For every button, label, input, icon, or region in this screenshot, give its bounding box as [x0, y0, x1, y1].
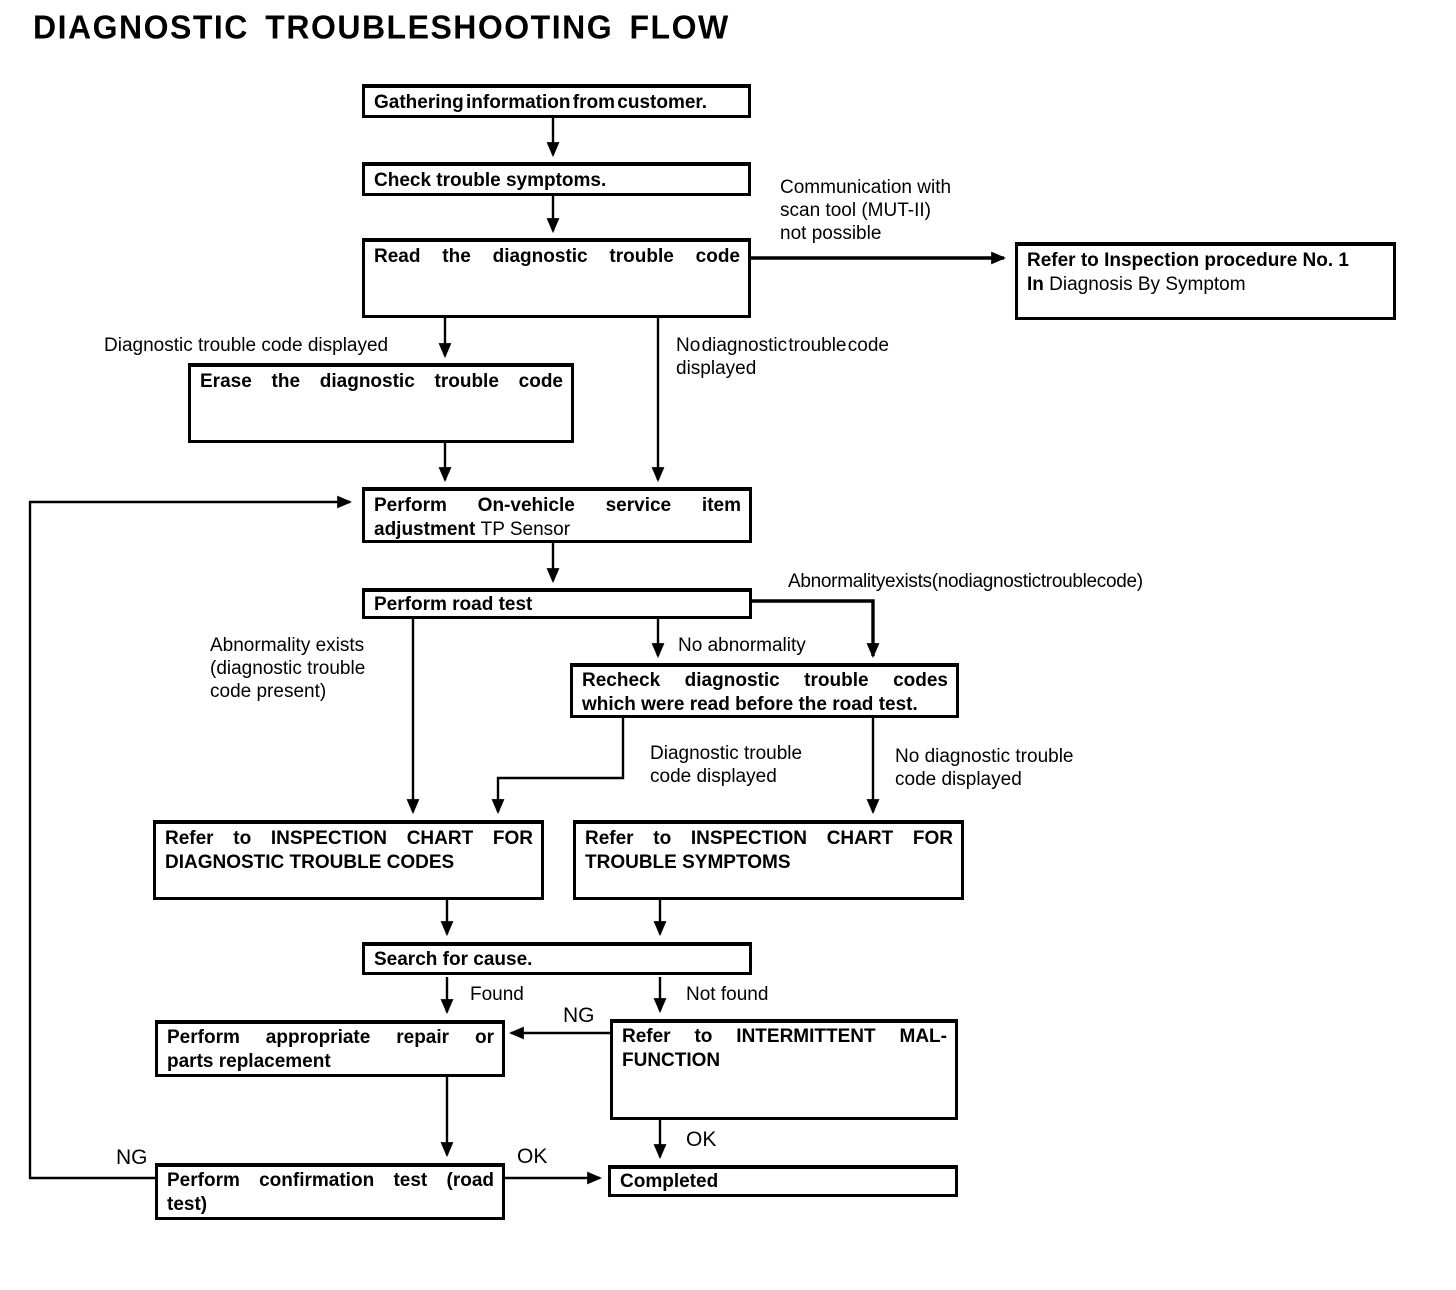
- connector-ng-feedback-loop: [28, 495, 353, 1180]
- label-no-abnormality: No abnormality: [678, 634, 806, 657]
- page-title: DIAGNOSTIC TROUBLESHOOTING FLOW: [33, 8, 730, 46]
- box-line-emphasis: In: [1027, 274, 1044, 295]
- box-read-diagnostic-trouble-code: Read the diagnostic trouble code: [362, 238, 751, 318]
- box-line: which were read before the road test.: [582, 694, 918, 715]
- box-inspection-chart-dtc: Refer to INSPECTION CHART FOR DIAGNOSTIC…: [153, 820, 544, 900]
- box-completed: Completed: [608, 1165, 958, 1197]
- box-line: Refer to INSPECTION CHART FOR: [165, 828, 533, 849]
- label-abnormality-no-dtc: Abnormality exists (no diagnostic troubl…: [788, 570, 1143, 593]
- label-line: Abnormality exists: [210, 635, 365, 656]
- box-on-vehicle-service-adjustment: Perform On-vehicle service item adjustme…: [362, 487, 752, 543]
- box-intermittent-malfunction: Refer to INTERMITTENT MAL- FUNCTION: [610, 1019, 958, 1120]
- label-no-dtc-displayed-after-recheck: No diagnostic trouble code displayed: [895, 745, 1074, 791]
- label-line: NG: [563, 1004, 595, 1027]
- box-check-trouble-symptoms: Check trouble symptoms.: [362, 162, 751, 196]
- box-refer-inspection-procedure: Refer to Inspection procedure No. 1 In D…: [1015, 242, 1396, 320]
- label-line: Diagnostic trouble code displayed: [104, 335, 389, 356]
- label-not-found: Not found: [686, 983, 768, 1006]
- box-line: parts replacement: [167, 1051, 331, 1072]
- box-perform-road-test: Perform road test: [362, 588, 752, 619]
- label-line: No diagnostic trouble code: [676, 335, 889, 356]
- box-line: Refer to Inspection procedure No. 1: [1027, 250, 1349, 271]
- label-line: OK: [517, 1145, 548, 1168]
- box-inspection-chart-symptoms: Refer to INSPECTION CHART FOR TROUBLE SY…: [573, 820, 964, 900]
- box-line: adjustment TP Sensor: [374, 518, 741, 542]
- label-communication-not-possible: Communication with scan tool (MUT-II) no…: [780, 176, 951, 245]
- label-line: scan tool (MUT-II): [780, 200, 931, 221]
- label-line: Diagnostic trouble: [650, 743, 803, 764]
- box-search-for-cause: Search for cause.: [362, 942, 752, 975]
- box-line: test): [167, 1194, 208, 1215]
- box-line: Perform confirmation test (road: [167, 1170, 494, 1191]
- box-confirmation-test: Perform confirmation test (road test): [155, 1163, 505, 1220]
- label-line: code present): [210, 681, 327, 702]
- label-line: (diagnostic trouble: [210, 658, 366, 679]
- box-line: TROUBLE SYMPTOMS: [585, 852, 791, 873]
- label-line: code displayed: [895, 769, 1022, 790]
- label-ok-intermittent: OK: [686, 1128, 716, 1151]
- label-line: Abnormality exists (no diagnostic troubl…: [788, 571, 1143, 592]
- label-line: Found: [470, 984, 524, 1005]
- box-line: Check trouble symptoms.: [374, 170, 607, 191]
- label-ok-confirmation: OK: [517, 1145, 547, 1168]
- box-perform-repair: Perform appropriate repair or parts repl…: [155, 1020, 505, 1077]
- box-line-rest: TP Sensor: [480, 519, 571, 540]
- label-line: Communication with: [780, 177, 952, 198]
- label-ng-confirmation: NG: [116, 1146, 148, 1169]
- box-line: Gathering information from customer.: [374, 92, 708, 113]
- label-line: code displayed: [650, 766, 777, 787]
- label-line: NG: [116, 1146, 148, 1169]
- connector-roadtest-right-to-recheck: [752, 599, 880, 659]
- label-dtc-displayed: Diagnostic trouble code displayed: [104, 334, 388, 357]
- label-ng-intermittent: NG: [563, 1004, 595, 1027]
- box-line: Refer to INSPECTION CHART FOR: [585, 828, 953, 849]
- box-line-rest: Diagnosis By Symptom: [1049, 274, 1246, 295]
- box-erase-diagnostic-trouble-code: Erase the diagnostic trouble code: [188, 363, 574, 443]
- box-gathering-info: Gathering information from customer.: [362, 84, 751, 118]
- box-recheck-trouble-codes: Recheck diagnostic trouble codes which w…: [570, 663, 959, 718]
- box-line: DIAGNOSTIC TROUBLE CODES: [165, 852, 455, 873]
- box-line: Perform appropriate repair or: [167, 1027, 494, 1048]
- label-line: No abnormality: [678, 635, 806, 656]
- box-line: Perform On-vehicle service item: [374, 495, 741, 516]
- box-line: Completed: [620, 1171, 719, 1192]
- label-abnormality-dtc-present: Abnormality exists (diagnostic trouble c…: [210, 634, 365, 703]
- connector-recheck-to-chart-dtc: [491, 718, 625, 815]
- box-line: Search for cause.: [374, 949, 533, 970]
- label-line: Not found: [686, 984, 769, 1005]
- box-line: In Diagnosis By Symptom: [1027, 273, 1385, 297]
- box-line: Perform road test: [374, 594, 533, 615]
- box-line-emphasis: adjustment: [374, 519, 476, 540]
- box-line: Read the diagnostic trouble code: [374, 246, 740, 267]
- label-found: Found: [470, 983, 524, 1006]
- label-line: not possible: [780, 223, 882, 244]
- label-line: displayed: [676, 358, 757, 379]
- label-no-dtc-displayed: No diagnostic trouble code displayed: [676, 334, 889, 380]
- label-line: OK: [686, 1128, 717, 1151]
- box-line: Refer to INTERMITTENT MAL-: [622, 1026, 947, 1047]
- label-line: No diagnostic trouble: [895, 746, 1074, 767]
- box-line: FUNCTION: [622, 1050, 721, 1071]
- box-line: Recheck diagnostic trouble codes: [582, 670, 948, 691]
- label-dtc-displayed-after-recheck: Diagnostic trouble code displayed: [650, 742, 802, 788]
- box-line: Erase the diagnostic trouble code: [200, 371, 563, 392]
